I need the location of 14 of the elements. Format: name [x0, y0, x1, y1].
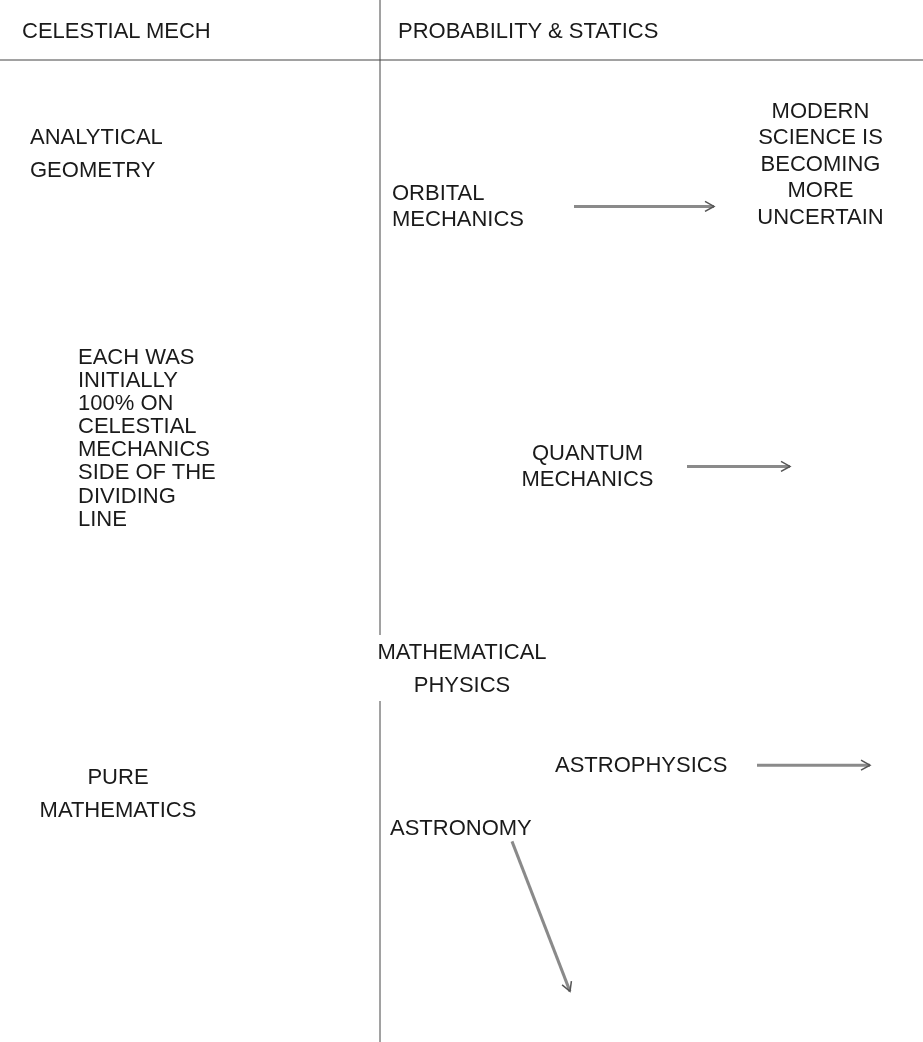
column-heading: PROBABILITY & STATICS: [398, 17, 660, 45]
topic-text: ASTROPHYSICS: [555, 752, 745, 779]
arrow: [757, 759, 871, 771]
topic-text: ASTRONOMY: [390, 815, 570, 842]
note-text: EACH WAS INITIALLY 100% ON CELESTIAL MECHANICS SIDE OF THE DIVIDING LINE: [78, 345, 217, 530]
note-text: PURE MATHEMATICS: [38, 763, 198, 824]
topic-text: MODERN SCIENCE IS BECOMING MORE UNCERTAIN: [728, 98, 913, 230]
note-text: ANALYTICAL GEOMETRY: [30, 123, 164, 184]
arrow: [574, 200, 715, 213]
arrow: [687, 460, 791, 473]
topic-text: QUANTUM MECHANICS: [500, 440, 675, 493]
topic-text: ORBITAL MECHANICS: [392, 180, 562, 233]
column-heading: CELESTIAL MECH: [22, 17, 212, 45]
arrow: [510, 840, 573, 993]
